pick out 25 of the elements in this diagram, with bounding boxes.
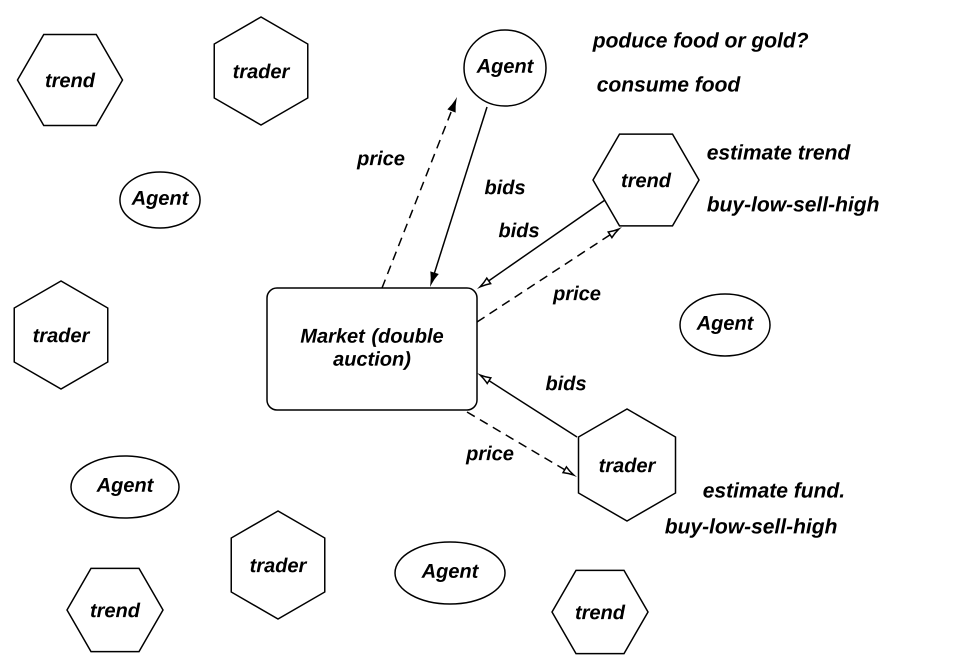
hexagon: trend xyxy=(592,133,700,227)
edge-label: price xyxy=(465,444,515,466)
edge-label: bids xyxy=(497,222,541,238)
arrow xyxy=(479,374,578,438)
edge-label: price xyxy=(552,284,602,306)
arrow xyxy=(476,228,620,323)
annotation-text: estimate trend xyxy=(707,144,851,160)
annotation-text: estimate fund. xyxy=(703,482,844,498)
edge-label: bids xyxy=(544,374,588,392)
arrow xyxy=(430,106,488,284)
hexagon: trader xyxy=(230,510,326,620)
hexagon: trend xyxy=(66,568,164,652)
hexagon: trend xyxy=(16,34,124,126)
hexagon: trader xyxy=(13,280,109,390)
hexagon: trend xyxy=(551,570,649,654)
annotation-text: consume food xyxy=(597,76,741,92)
edge-label: bids xyxy=(483,178,527,196)
market-box: Market (double auction) xyxy=(266,287,478,411)
arrow xyxy=(479,199,606,288)
arrow xyxy=(381,100,456,288)
annotation-text: buy-low-sell-high xyxy=(707,196,879,216)
arrow xyxy=(466,411,574,476)
edge-label: price xyxy=(356,150,406,170)
hexagon: trader xyxy=(214,16,309,126)
annotation-text: poduce food or gold? xyxy=(592,32,808,52)
